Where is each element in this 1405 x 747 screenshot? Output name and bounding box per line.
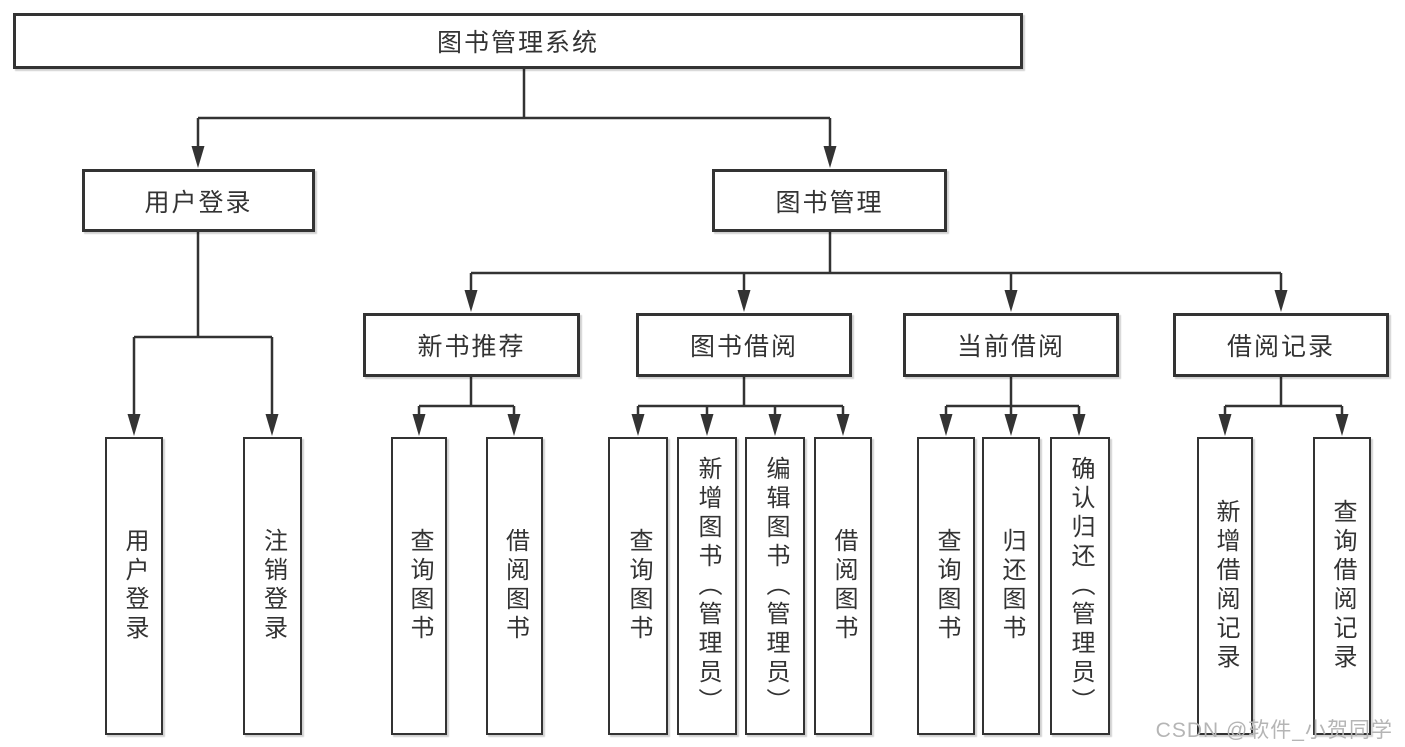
leaf-query-books-3-label: 查询图书 <box>933 528 960 644</box>
leaf-logout: 注销登录 <box>243 437 302 735</box>
node-current-borrowing: 当前借阅 <box>903 313 1119 377</box>
leaf-query-books-2-label: 查询图书 <box>625 528 652 644</box>
arrowhead-icon <box>127 414 141 436</box>
arrowhead-icon <box>823 146 837 168</box>
leaf-add-books-admin-label: 新增图书（管理员） <box>694 455 721 717</box>
node-book-management: 图书管理 <box>712 169 947 232</box>
leaf-edit-books-admin: 编辑图书（管理员） <box>745 437 805 735</box>
arrowhead-icon <box>1274 290 1288 312</box>
arrowhead-icon <box>768 414 782 436</box>
arrowhead-icon <box>836 414 850 436</box>
leaf-edit-books-admin-label: 编辑图书（管理员） <box>762 455 789 717</box>
arrowhead-icon <box>464 290 478 312</box>
node-current-borrowing-label: 当前借阅 <box>956 333 1065 361</box>
leaf-borrow-books-1: 借阅图书 <box>486 437 543 735</box>
node-borrowing-records-label: 借阅记录 <box>1226 333 1335 361</box>
leaf-return-books-label: 归还图书 <box>998 528 1025 644</box>
arrowhead-icon <box>939 414 953 436</box>
node-library-management-system-label: 图书管理系统 <box>436 29 599 57</box>
leaf-query-books-1: 查询图书 <box>391 437 447 735</box>
leaf-add-borrow-record-label: 新增借阅记录 <box>1212 499 1239 673</box>
connector-segments <box>132 69 1344 416</box>
node-user-login: 用户登录 <box>82 169 315 232</box>
node-book-borrowing: 图书借阅 <box>636 313 852 377</box>
leaf-query-books-3: 查询图书 <box>917 437 975 735</box>
leaf-confirm-return-admin-label: 确认归还（管理员） <box>1067 455 1094 717</box>
arrowhead-icon <box>265 414 279 436</box>
arrowhead-icon <box>737 290 751 312</box>
leaf-borrow-books-1-label: 借阅图书 <box>501 528 529 644</box>
leaf-add-books-admin: 新增图书（管理员） <box>677 437 737 735</box>
leaf-query-books-2: 查询图书 <box>608 437 668 735</box>
leaf-borrow-books-2: 借阅图书 <box>814 437 872 735</box>
leaf-return-books: 归还图书 <box>982 437 1040 735</box>
node-library-management-system: 图书管理系统 <box>13 13 1023 69</box>
leaf-user-login-label: 用户登录 <box>121 528 148 644</box>
node-book-management-label: 图书管理 <box>775 188 884 217</box>
leaf-user-login: 用户登录 <box>105 437 163 735</box>
csdn-watermark: CSDN @软件_小贺同学 <box>1155 719 1393 742</box>
node-user-login-label: 用户登录 <box>144 188 253 217</box>
node-book-borrowing-label: 图书借阅 <box>689 333 798 361</box>
leaf-add-borrow-record: 新增借阅记录 <box>1197 437 1253 735</box>
leaf-query-borrow-record: 查询借阅记录 <box>1313 437 1371 735</box>
leaf-query-borrow-record-label: 查询借阅记录 <box>1329 499 1356 673</box>
arrowhead-icon <box>1004 414 1018 436</box>
arrowheads <box>127 146 1349 436</box>
arrowhead-icon <box>1335 414 1349 436</box>
node-new-book-recommend: 新书推荐 <box>363 313 580 377</box>
arrowhead-icon <box>507 414 521 436</box>
arrowhead-icon <box>1072 414 1086 436</box>
arrowhead-icon <box>1218 414 1232 436</box>
leaf-query-books-1-label: 查询图书 <box>406 528 433 644</box>
node-borrowing-records: 借阅记录 <box>1173 313 1389 377</box>
arrowhead-icon <box>1004 290 1018 312</box>
arrowhead-icon <box>700 414 714 436</box>
arrowhead-icon <box>412 414 426 436</box>
node-new-book-recommend-label: 新书推荐 <box>417 333 526 361</box>
arrowhead-icon <box>631 414 645 436</box>
leaf-confirm-return-admin: 确认归还（管理员） <box>1050 437 1110 735</box>
arrowhead-icon <box>191 146 205 168</box>
leaf-logout-label: 注销登录 <box>259 528 287 644</box>
leaf-borrow-books-2-label: 借阅图书 <box>830 528 857 644</box>
